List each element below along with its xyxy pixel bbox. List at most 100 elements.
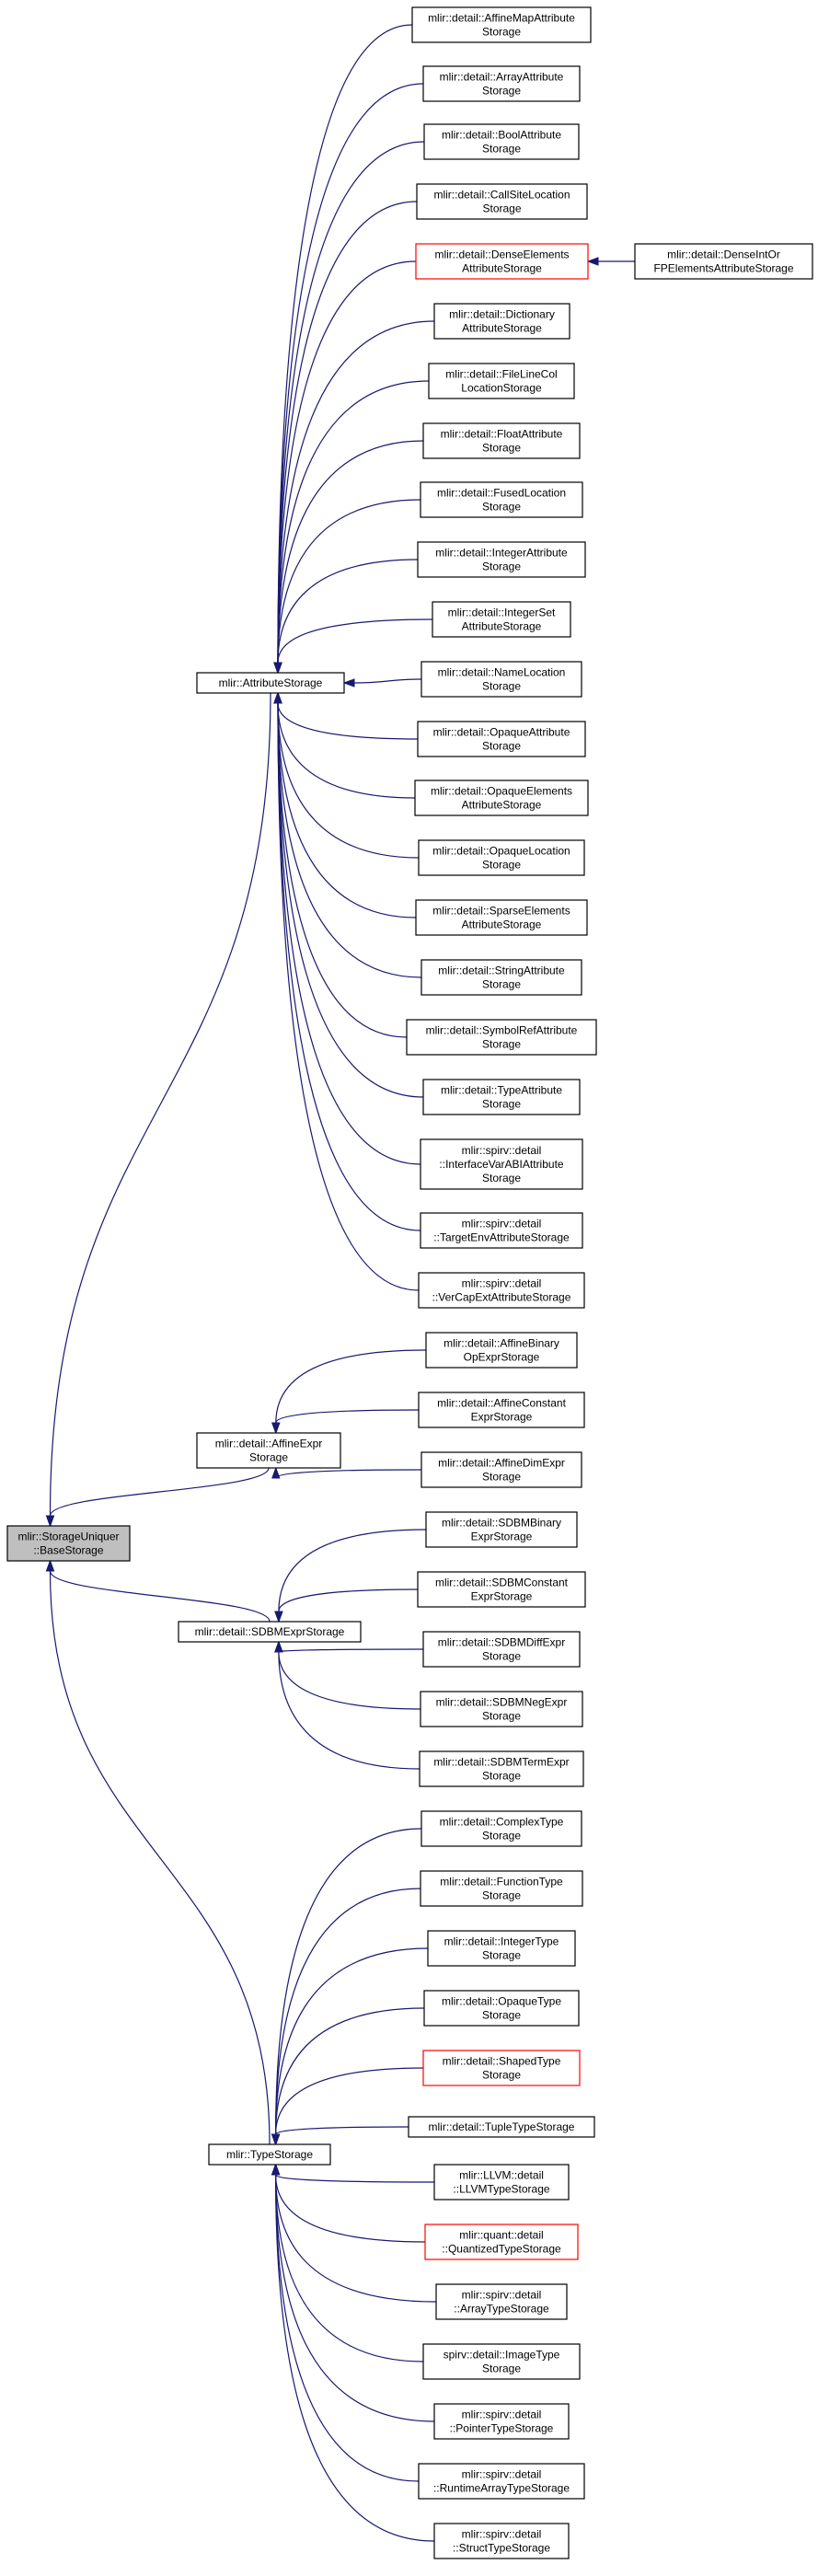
class-node-label: mlir::detail::NameLocation — [438, 666, 566, 679]
inheritance-arrow — [273, 691, 417, 918]
class-node-box — [417, 541, 586, 578]
inheritance-arrow — [273, 260, 417, 675]
class-node-attr[interactable]: mlir::AttributeStorage — [196, 672, 345, 694]
class-node-label: ::InterfaceVarABIAttribute — [439, 1158, 564, 1171]
class-node-a21[interactable]: mlir::spirv::detail::TargetEnvAttributeS… — [420, 1212, 583, 1249]
class-node-box — [420, 481, 583, 518]
class-node-box — [418, 1272, 585, 1309]
class-node-label: mlir::AttributeStorage — [219, 676, 323, 689]
inheritance-arrow — [274, 1529, 427, 1623]
class-node-label: Storage — [482, 1710, 521, 1723]
class-node-label: ::RuntimeArrayTypeStorage — [433, 2482, 570, 2495]
class-node-box — [433, 2403, 570, 2440]
inheritance-arrow — [271, 2163, 437, 2303]
class-node-a5[interactable]: mlir::detail::DenseElementsAttributeStor… — [415, 243, 589, 280]
class-node-label: mlir::detail::SymbolRefAttribute — [426, 1024, 578, 1037]
class-node-dint[interactable]: mlir::detail::DenseIntOrFPElementsAttrib… — [634, 243, 813, 280]
inheritance-arrow — [271, 2067, 424, 2146]
class-node-t13[interactable]: mlir::spirv::detail::StructTypeStorage — [433, 2523, 570, 2559]
class-node-label: mlir::detail::ComplexType — [440, 1816, 564, 1829]
class-node-label: AttributeStorage — [462, 799, 542, 812]
class-node-label: OpExprStorage — [464, 1351, 540, 1364]
inheritance-arrow — [273, 83, 424, 675]
class-node-label: Storage — [482, 859, 521, 872]
class-node-label: mlir::detail::OpaqueAttribute — [433, 726, 570, 739]
class-node-box — [418, 1392, 585, 1428]
class-node-type[interactable]: mlir::TypeStorage — [208, 2143, 331, 2166]
class-node-label: mlir::detail::FusedLocation — [437, 487, 566, 500]
inheritance-arrow — [45, 1559, 271, 2145]
class-node-label: ::TargetEnvAttributeStorage — [433, 1231, 570, 1244]
class-node-box — [433, 2164, 570, 2201]
class-node-label: AttributeStorage — [462, 262, 542, 275]
class-node-box — [432, 601, 571, 638]
class-node-box — [422, 422, 581, 459]
class-node-box — [425, 1332, 578, 1369]
class-node-label: ExprStorage — [471, 1590, 533, 1603]
class-node-label: Storage — [482, 442, 521, 455]
inheritance-arrow — [273, 691, 419, 740]
class-node-base[interactable]: mlir::StorageUniquer::BaseStorage — [6, 1525, 131, 1562]
inheritance-arrow — [273, 499, 421, 675]
class-node-label: mlir::detail::ShapedType — [443, 2055, 561, 2068]
class-node-a20[interactable]: mlir::spirv::detail::InterfaceVarABIAttr… — [420, 1138, 583, 1190]
class-node-t6[interactable]: mlir::detail::TupleTypeStorage — [408, 2116, 595, 2138]
class-node-label: Storage — [482, 1650, 521, 1663]
class-node-box — [422, 1079, 581, 1115]
class-node-box — [196, 672, 345, 694]
class-node-a16[interactable]: mlir::detail::SparseElementsAttributeSto… — [415, 899, 588, 936]
inheritance-arrow — [273, 691, 420, 859]
class-node-box — [411, 6, 592, 43]
class-node-t12[interactable]: mlir::spirv::detail::RuntimeArrayTypeSto… — [418, 2463, 585, 2500]
class-node-label: mlir::spirv::detail — [462, 1144, 542, 1157]
class-node-box — [424, 2224, 579, 2260]
class-node-t8[interactable]: mlir::quant::detail::QuantizedTypeStorag… — [424, 2224, 579, 2260]
class-node-label: mlir::detail::AffineBinary — [444, 1337, 559, 1350]
class-node-label: mlir::detail::IntegerAttribute — [435, 547, 568, 560]
class-node-t7[interactable]: mlir::LLVM::detail::LLVMTypeStorage — [433, 2164, 570, 2201]
class-node-box — [420, 1870, 583, 1907]
class-node-a22[interactable]: mlir::spirv::detail::VerCapExtAttributeS… — [418, 1272, 585, 1309]
class-node-label: mlir::detail::FileLineCol — [445, 368, 557, 381]
class-node-t9[interactable]: mlir::spirv::detail::ArrayTypeStorage — [435, 2283, 568, 2320]
class-node-box — [428, 363, 575, 399]
class-node-a14[interactable]: mlir::detail::OpaqueElementsAttributeSto… — [414, 780, 589, 816]
class-node-box — [425, 1511, 578, 1548]
class-node-t11[interactable]: mlir::spirv::detail::PointerTypeStorage — [433, 2403, 570, 2440]
class-node-sdbm[interactable]: mlir::detail::SDBMExprStorage — [178, 1621, 362, 1643]
class-node-box — [420, 1691, 583, 1727]
class-node-label: Storage — [482, 501, 521, 514]
